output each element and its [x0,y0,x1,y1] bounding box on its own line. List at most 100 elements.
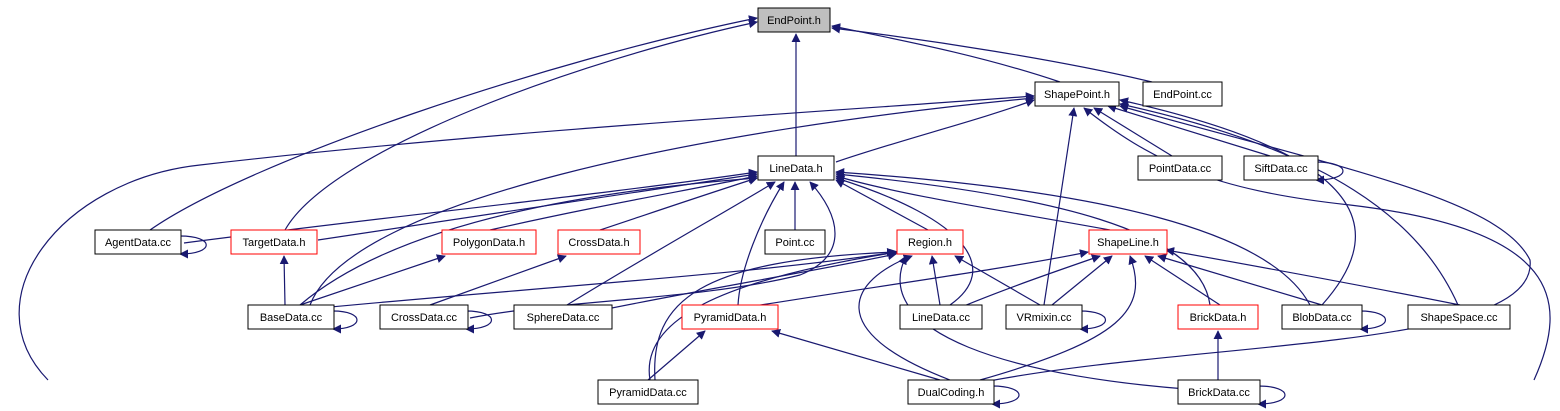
include-edge [566,181,776,306]
node-label: AgentData.cc [105,237,172,249]
include-edge [928,255,941,306]
node-box[interactable] [907,379,995,405]
include-edge [1119,101,1459,306]
include-edge [1043,107,1078,306]
node-label: ShapeSpace.cc [1420,312,1498,324]
include-edge [489,173,758,231]
include-edge [647,330,706,381]
node-vrmixin-cc[interactable]: VRmixin.cc [1005,304,1083,330]
node-siftdata-cc[interactable]: SiftData.cc [1243,155,1319,181]
node-label: BrickData.cc [1188,387,1250,399]
include-edge [465,310,493,334]
node-linedata-h[interactable]: LineData.h [757,155,835,181]
node-linedata-cc[interactable]: LineData.cc [899,304,983,330]
node-box[interactable] [1243,155,1319,181]
include-edge [771,328,941,381]
node-brickdata-h[interactable]: BrickData.h [1177,304,1259,330]
include-edge [309,94,1035,306]
node-crossdata-cc[interactable]: CrossData.cc [379,304,469,330]
include-edge [179,235,207,259]
node-label: SiftData.cc [1254,163,1308,175]
node-pyramiddata-cc[interactable]: PyramidData.cc [597,379,699,405]
node-box[interactable] [1142,81,1223,107]
node-box[interactable] [1177,304,1259,330]
include-edge [599,176,758,231]
node-region-h[interactable]: Region.h [896,229,964,255]
node-label: PyramidData.h [694,312,767,324]
include-edge [299,254,446,306]
include-edge [737,181,785,306]
node-basedata-cc[interactable]: BaseData.cc [247,304,335,330]
node-spheredata-cc[interactable]: SphereData.cc [513,304,613,330]
include-edge [601,251,897,311]
include-edge [299,174,758,306]
node-box[interactable] [247,304,335,330]
node-box[interactable] [681,304,779,330]
node-label: BrickData.h [1190,312,1247,324]
include-edge [18,92,1035,381]
node-box[interactable] [896,229,964,255]
node-box[interactable] [513,304,613,330]
node-box[interactable] [597,379,699,405]
node-label: LineData.cc [912,312,971,324]
include-edge [1079,310,1107,334]
node-label: PolygonData.h [453,237,525,249]
node-box[interactable] [379,304,469,330]
node-box[interactable] [1088,229,1168,255]
node-box[interactable] [94,229,182,255]
node-label: VRmixin.cc [1016,312,1072,324]
node-targetdata-h[interactable]: TargetData.h [230,229,318,255]
node-endpoint-h[interactable]: EndPoint.h [757,7,831,33]
node-box[interactable] [1034,81,1120,107]
node-endpoint-cc[interactable]: EndPoint.cc [1142,81,1223,107]
node-box[interactable] [757,7,831,33]
node-label: DualCoding.h [918,387,985,399]
node-label: EndPoint.cc [1153,89,1212,101]
node-label: EndPoint.h [767,15,821,27]
node-label: BlobData.cc [1292,312,1352,324]
node-label: Point.cc [775,237,815,249]
node-label: PointData.cc [1149,163,1212,175]
node-polygondata-h[interactable]: PolygonData.h [441,229,537,255]
node-box[interactable] [1137,155,1223,181]
include-edge [979,255,1138,381]
node-box[interactable] [230,229,318,255]
node-agentdata-cc[interactable]: AgentData.cc [94,229,182,255]
include-edge [1315,161,1344,185]
node-shapespace-cc[interactable]: ShapeSpace.cc [1407,304,1511,330]
include-edge [831,23,1061,83]
node-brickdata-cc[interactable]: BrickData.cc [1177,379,1261,405]
node-pointdata-cc[interactable]: PointData.cc [1137,155,1223,181]
include-edge [831,24,1153,83]
node-box[interactable] [1281,304,1363,330]
node-box[interactable] [1407,304,1511,330]
node-box[interactable] [441,229,537,255]
node-label: CrossData.cc [391,312,458,324]
node-box[interactable] [757,155,835,181]
node-dualcoding-h[interactable]: DualCoding.h [907,379,995,405]
node-shapeline-h[interactable]: ShapeLine.h [1088,229,1168,255]
node-pyramiddata-h[interactable]: PyramidData.h [681,304,779,330]
include-edge [429,254,567,306]
include-edge [1165,246,1461,306]
node-box[interactable] [557,229,641,255]
include-edge [835,179,929,231]
include-edge [654,247,896,381]
include-edge [729,249,1089,311]
node-box[interactable] [1177,379,1261,405]
node-label: PyramidData.cc [609,387,687,399]
include-edge [648,248,899,381]
include-edge [898,255,1233,393]
node-box[interactable] [899,304,983,330]
node-blobdata-cc[interactable]: BlobData.cc [1281,304,1363,330]
node-crossdata-h[interactable]: CrossData.h [557,229,641,255]
include-edge [835,173,1111,231]
include-edge [1093,107,1173,157]
include-edge [1359,310,1387,334]
node-shapepoint-h[interactable]: ShapePoint.h [1034,81,1120,107]
node-box[interactable] [764,229,826,255]
node-point-cc[interactable]: Point.cc [764,229,826,255]
node-box[interactable] [1005,304,1083,330]
